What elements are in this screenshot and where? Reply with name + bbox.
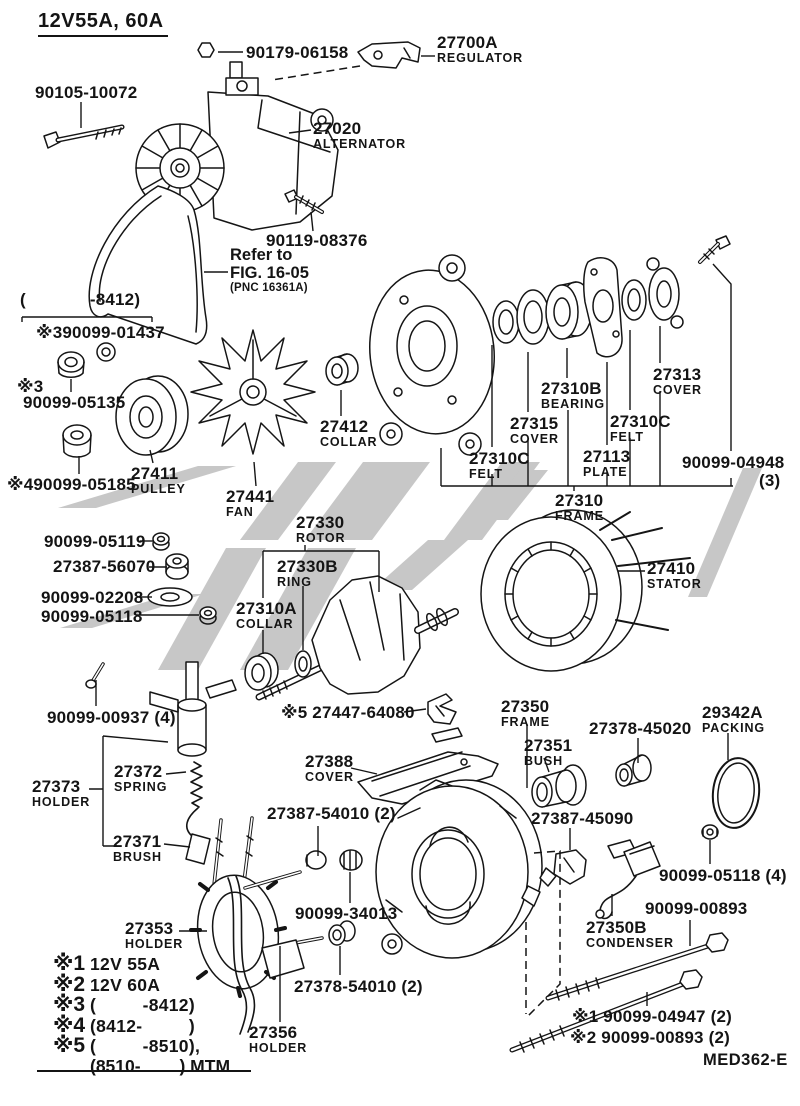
label-90099-05118: 90099-05118 — [41, 607, 143, 626]
label-90105-10072: 90105-10072 — [35, 83, 138, 102]
pulley-drawing — [115, 375, 189, 456]
label-90099-00937: 90099-00937 (4) — [47, 708, 176, 727]
label-90119-08376: 90119-08376 — [266, 231, 368, 250]
spring-brush-drawing — [185, 761, 211, 865]
adjust-bolt-90119 — [284, 189, 324, 214]
rotor-collar-ring-drawing — [244, 650, 312, 691]
rubber-45090-drawing — [539, 849, 587, 887]
terminal-hardware-drawing — [147, 532, 217, 625]
label-90099-02208: 90099-02208 — [41, 588, 144, 607]
rotor-drawing — [255, 575, 459, 701]
label-mark3: ※3 — [17, 377, 44, 396]
bush-45020-drawing — [615, 754, 652, 787]
rectifier-holder-drawing — [189, 816, 363, 1035]
rear-frame-drawing — [375, 779, 543, 959]
label-90099-00893-2: ※2 90099-00893 (2) — [570, 1028, 731, 1047]
label-90099-04947: ※1 90099-04947 (2) — [572, 1007, 733, 1026]
legend-continuation: (8510- ) MTM — [90, 1056, 231, 1076]
label-90179-06158: 90179-06158 — [246, 43, 349, 62]
collar-27412-drawing — [325, 353, 359, 386]
dashed-lines — [271, 65, 561, 1017]
drive-end-frame-drawing — [368, 254, 496, 456]
label-90099-00893: 90099-00893 — [645, 899, 748, 918]
regulator-drawing — [357, 41, 421, 69]
legend-underline — [37, 1070, 251, 1072]
label-range-8412: ( -8412) — [20, 290, 141, 309]
drive-belt-drawing — [88, 185, 208, 345]
label-90099-04948: 90099-04948(3) — [682, 453, 785, 491]
label-27387-54010: 27387-54010 (2) — [267, 804, 396, 823]
bush-27351-drawing — [531, 764, 587, 808]
packing-oring-drawing — [711, 757, 761, 829]
label-90099-05119: 90099-05119 — [44, 532, 146, 551]
legend-row-5: ※5( -8510), — [53, 1034, 201, 1058]
label-27387-56070: 27387-56070 — [53, 557, 156, 576]
label-27447-64080: ※5 27447-64080 — [281, 703, 415, 722]
brush-holder-assy-drawing — [85, 661, 237, 757]
legend-row-3: ※3( -8412) — [53, 993, 195, 1017]
long-bolts-drawing — [509, 932, 729, 1053]
label-27378-54010: 27378-54010 (2) — [294, 977, 423, 996]
nut-05118-drawing — [701, 824, 719, 840]
legend-row-4: ※4(8412- ) — [53, 1013, 195, 1037]
label-90099-34013: 90099-34013 — [295, 904, 398, 923]
through-bolt-90105 — [43, 124, 125, 149]
fan-drawing — [190, 329, 316, 455]
end-cover-drawing — [357, 751, 499, 805]
bearing-parts-row — [492, 235, 731, 358]
condenser-drawing — [595, 839, 661, 920]
watermark-logo — [58, 462, 762, 670]
label-27378-45020: 27378-45020 — [589, 719, 692, 738]
label-27387-45090: 27387-45090 — [531, 809, 634, 828]
label-90099-05118-4: 90099-05118 (4) — [659, 866, 787, 885]
drawing-code: MED362-E — [703, 1051, 788, 1069]
page-title: 12V55A, 60A — [38, 10, 168, 37]
label-90099-05185: ※490099-05185 — [7, 475, 136, 494]
terminal-27447-drawing — [427, 693, 463, 743]
pulley-nuts-drawing — [57, 342, 116, 458]
leader-lines — [21, 51, 733, 1022]
stator-drawing — [480, 509, 691, 672]
label-90099-05135: 90099-05135 — [23, 393, 126, 412]
label-90099-01437: ※390099-01437 — [36, 323, 165, 342]
